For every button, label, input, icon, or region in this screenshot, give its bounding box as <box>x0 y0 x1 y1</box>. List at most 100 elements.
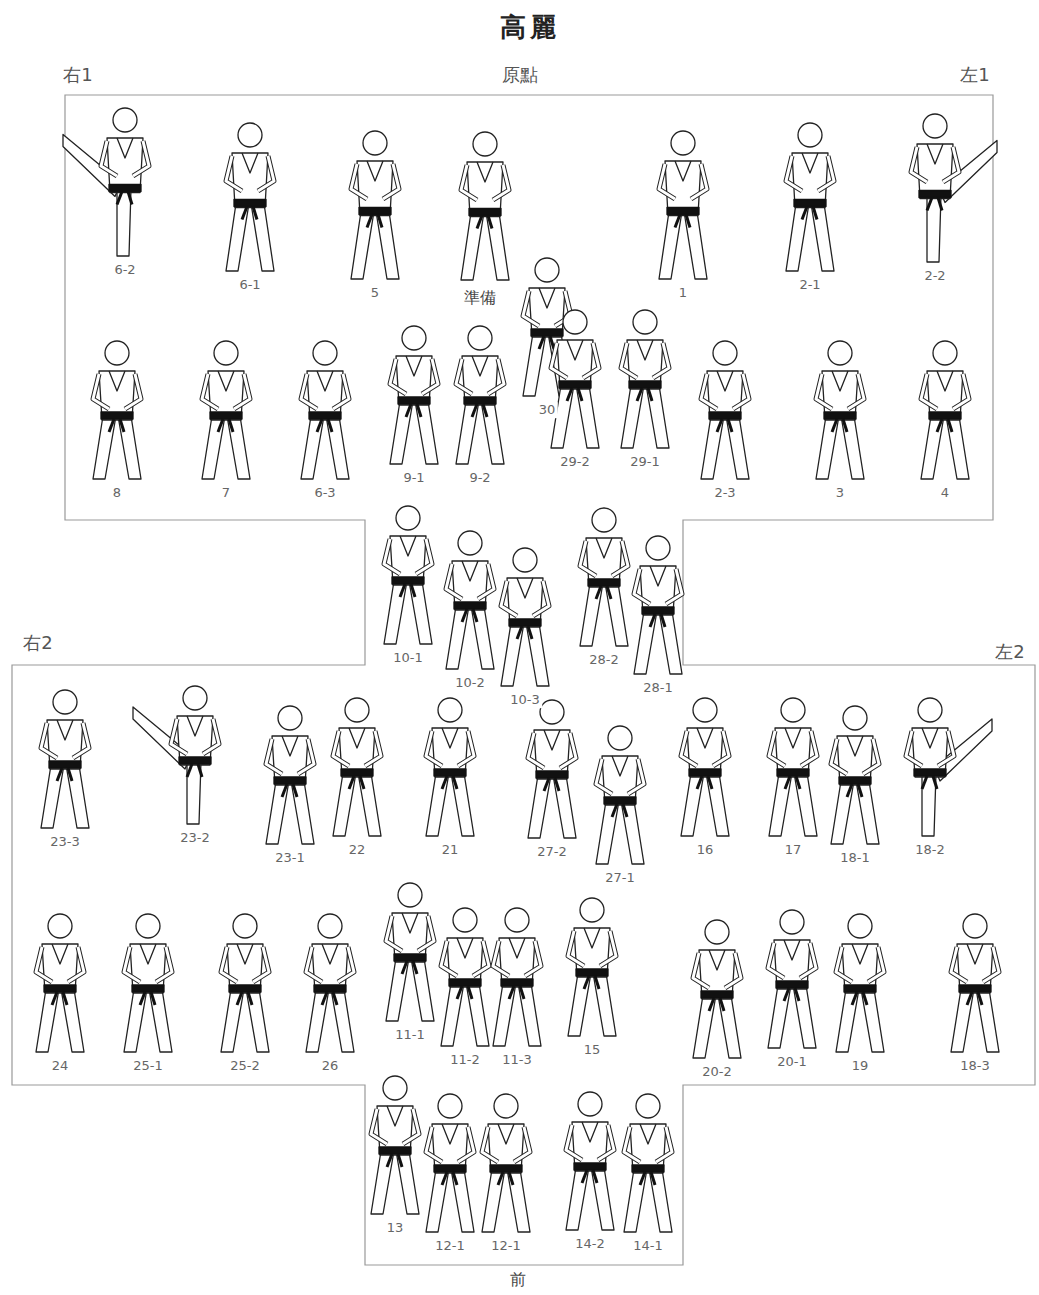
practitioner-figure <box>41 690 89 828</box>
direction-label: 原點 <box>500 64 540 86</box>
practitioner-figure <box>634 536 682 674</box>
practitioner-figure <box>769 698 817 836</box>
practitioner-figure <box>528 700 576 838</box>
practitioner-figure <box>621 310 669 448</box>
form-title: 高麗 <box>498 12 562 43</box>
practitioner-figure <box>624 1094 672 1232</box>
step-number: 準備 <box>462 288 498 307</box>
step-number: 6-1 <box>237 277 262 293</box>
step-number: 30 <box>537 402 558 418</box>
practitioner-figure <box>301 341 349 479</box>
floor-outline <box>12 95 1035 1265</box>
practitioner-figure <box>911 114 997 262</box>
practitioner-figure <box>426 698 474 836</box>
practitioner-figure <box>580 508 628 646</box>
practitioner-figure <box>202 341 250 479</box>
practitioner-figure <box>221 914 269 1052</box>
direction-label: 左2 <box>993 641 1026 663</box>
step-number: 10-1 <box>391 650 425 666</box>
practitioner-figure <box>693 920 741 1058</box>
step-number: 13 <box>385 1220 406 1236</box>
step-number: 11-1 <box>393 1027 427 1043</box>
practitioner-figure <box>351 131 399 279</box>
practitioner-figure <box>371 1076 419 1214</box>
step-number: 23-1 <box>273 850 307 866</box>
step-number: 8 <box>111 485 123 501</box>
step-number: 10-2 <box>453 675 487 691</box>
step-number: 17 <box>783 842 804 858</box>
step-number: 9-1 <box>401 470 426 486</box>
step-number: 16 <box>695 842 716 858</box>
practitioner-figure <box>681 698 729 836</box>
practitioner-figure <box>831 706 879 844</box>
step-number: 24 <box>50 1058 71 1074</box>
step-number: 7 <box>220 485 232 501</box>
step-number: 6-2 <box>112 262 137 278</box>
practitioner-figure <box>482 1094 530 1232</box>
step-number: 9-2 <box>467 470 492 486</box>
step-number: 27-1 <box>603 870 637 886</box>
practitioner-figure <box>493 908 541 1046</box>
step-number: 10-3 <box>508 692 542 708</box>
step-number: 25-1 <box>131 1058 165 1074</box>
practitioner-figure <box>786 123 834 271</box>
step-number: 26 <box>320 1058 341 1074</box>
practitioner-figure <box>36 914 84 1052</box>
practitioner-figure <box>551 310 599 448</box>
practitioner-figure <box>386 883 434 1021</box>
step-number: 27-2 <box>535 844 569 860</box>
practitioner-figure <box>836 914 884 1052</box>
step-number: 11-3 <box>500 1052 534 1068</box>
step-number: 19 <box>850 1058 871 1074</box>
step-number: 14-2 <box>573 1236 607 1252</box>
step-number: 1 <box>677 285 689 301</box>
direction-label: 前 <box>508 1270 528 1289</box>
practitioner-figure <box>226 123 274 271</box>
step-number: 11-2 <box>448 1052 482 1068</box>
practitioner-figure <box>426 1094 474 1232</box>
step-number: 29-1 <box>628 454 662 470</box>
step-number: 20-1 <box>775 1054 809 1070</box>
practitioner-figure <box>596 726 644 864</box>
step-number: 12-1 <box>433 1238 467 1254</box>
practitioner-figure <box>568 898 616 1036</box>
practitioner-figure <box>768 910 816 1048</box>
practitioner-figure <box>63 108 149 256</box>
practitioner-figure <box>266 706 314 844</box>
step-number: 2-3 <box>712 485 737 501</box>
step-number: 22 <box>347 842 368 858</box>
practitioner-figure <box>456 326 504 464</box>
step-number: 28-2 <box>587 652 621 668</box>
practitioner-figure <box>501 548 549 686</box>
practitioner-figure <box>816 341 864 479</box>
step-number: 18-3 <box>958 1058 992 1074</box>
step-number: 20-2 <box>700 1064 734 1080</box>
step-number: 18-2 <box>913 842 947 858</box>
step-number: 21 <box>440 842 461 858</box>
practitioner-figure <box>921 341 969 479</box>
step-number: 25-2 <box>228 1058 262 1074</box>
step-number: 4 <box>939 485 951 501</box>
step-number: 2-1 <box>797 277 822 293</box>
practitioner-figure <box>446 531 494 669</box>
step-number: 15 <box>582 1042 603 1058</box>
practitioner-figure <box>384 506 432 644</box>
direction-label: 右1 <box>61 64 94 86</box>
practitioner-figure <box>306 914 354 1052</box>
step-number: 23-2 <box>178 830 212 846</box>
step-number: 28-1 <box>641 680 675 696</box>
practitioner-figure <box>951 914 999 1052</box>
direction-label: 左1 <box>958 64 991 86</box>
step-number: 3 <box>834 485 846 501</box>
step-number: 12-1 <box>489 1238 523 1254</box>
step-number: 18-1 <box>838 850 872 866</box>
practitioner-figure <box>441 908 489 1046</box>
step-number: 29-2 <box>558 454 592 470</box>
practitioner-figure <box>124 914 172 1052</box>
practitioner-figure <box>93 341 141 479</box>
step-number: 5 <box>369 285 381 301</box>
direction-label: 右2 <box>21 632 54 654</box>
practitioner-figure <box>133 686 219 824</box>
